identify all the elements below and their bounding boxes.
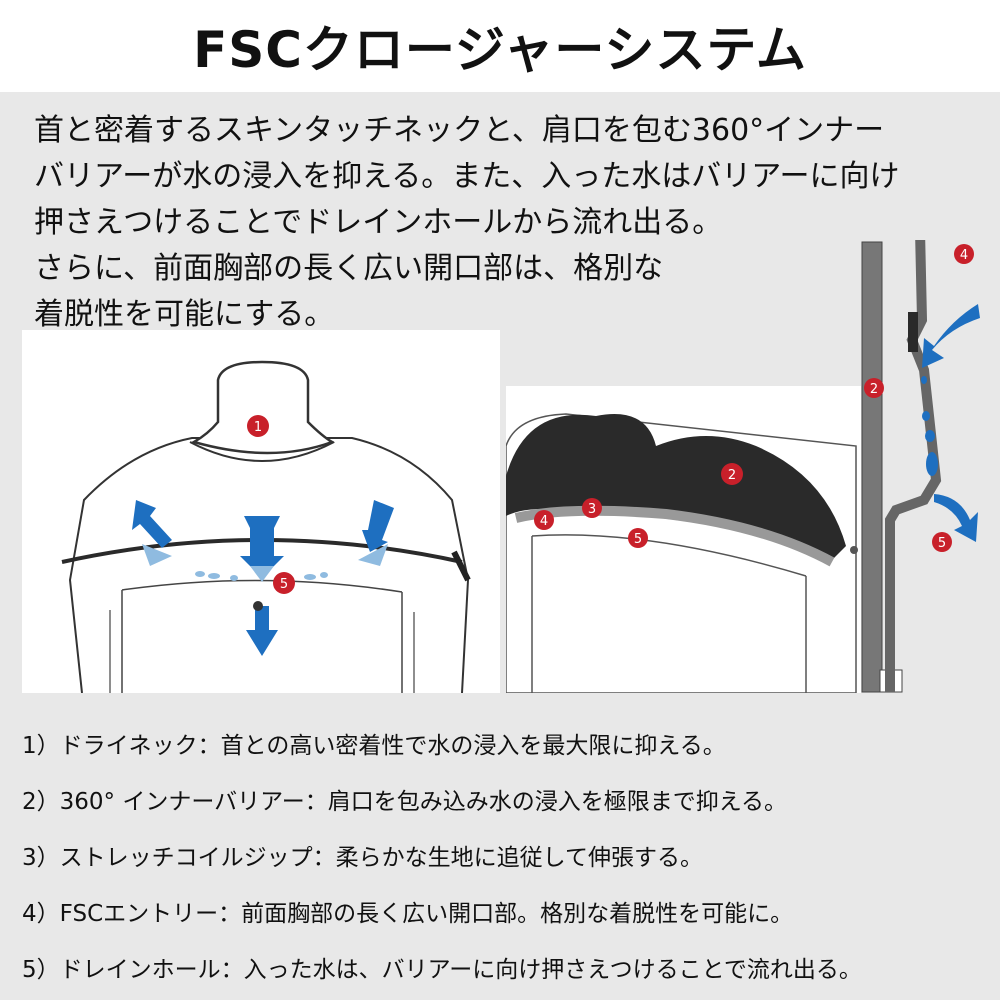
feature-legend: 1）ドライネック：首との高い密着性で水の浸入を最大限に抑える。 2）360° イ… xyxy=(22,718,992,998)
illustration-area: 1 5 2 3 4 5 xyxy=(22,225,982,695)
legend-text: ストレッチコイルジップ：柔らかな生地に追従して伸張する。 xyxy=(59,845,703,871)
intro-line: さらに、前面胸部の長く広い開口部は、格別な xyxy=(34,251,664,286)
legend-item: 1）ドライネック：首との高い密着性で水の浸入を最大限に抑える。 xyxy=(22,718,992,774)
legend-number: 5） xyxy=(22,957,60,983)
page-title: FSCクロージャーシステム xyxy=(193,21,807,79)
title-bar: FSCクロージャーシステム xyxy=(0,0,1000,92)
marker-1-label: 1 xyxy=(254,420,262,435)
marker-5-label: 5 xyxy=(634,532,642,547)
legend-text: FSCエントリー：前面胸部の長く広い開口部。格別な着脱性を可能に。 xyxy=(59,901,794,927)
intro-line: 着脱性を可能にする。 xyxy=(34,297,335,332)
marker-2-label: 2 xyxy=(728,468,736,483)
legend-item: 5）ドレインホール：入った水は、バリアーに向け押さえつけることで流れ出る。 xyxy=(22,942,992,998)
legend-text: 360° インナーバリアー：肩口を包み込み水の浸入を極限まで抑える。 xyxy=(59,789,788,815)
intro-text: 首と密着するスキンタッチネックと、肩口を包む360°インナー バリアーが水の浸入… xyxy=(34,108,984,338)
marker-5-label: 5 xyxy=(280,577,288,592)
marker-5-label: 5 xyxy=(938,536,946,551)
legend-text: ドライネック：首との高い密着性で水の浸入を最大限に抑える。 xyxy=(59,733,726,759)
marker-2-label: 2 xyxy=(870,382,878,397)
legend-item: 3）ストレッチコイルジップ：柔らかな生地に追従して伸張する。 xyxy=(22,830,992,886)
marker-4-label: 4 xyxy=(960,248,968,263)
marker-4-label: 4 xyxy=(540,514,548,529)
legend-item: 4）FSCエントリー：前面胸部の長く広い開口部。格別な着脱性を可能に。 xyxy=(22,886,992,942)
marker-3-label: 3 xyxy=(588,502,596,517)
front-torso-illustration: 1 5 xyxy=(22,330,500,693)
legend-item: 2）360° インナーバリアー：肩口を包み込み水の浸入を極限まで抑える。 xyxy=(22,774,992,830)
intro-line: 押さえつけることでドレインホールから流れ出る。 xyxy=(34,205,723,240)
intro-line: バリアーが水の浸入を抑える。また、入った水はバリアーに向け xyxy=(34,159,900,194)
intro-line: 首と密着するスキンタッチネックと、肩口を包む360°インナー xyxy=(34,113,885,148)
legend-number: 2） xyxy=(22,789,60,815)
shoulder-barrier-illustration: 2 3 4 5 xyxy=(506,386,861,693)
legend-number: 4） xyxy=(22,901,60,927)
legend-number: 1） xyxy=(22,733,60,759)
legend-number: 3） xyxy=(22,845,60,871)
cross-section-illustration: 4 2 5 xyxy=(860,225,982,693)
legend-text: ドレインホール：入った水は、バリアーに向け押さえつけることで流れ出る。 xyxy=(59,957,862,983)
